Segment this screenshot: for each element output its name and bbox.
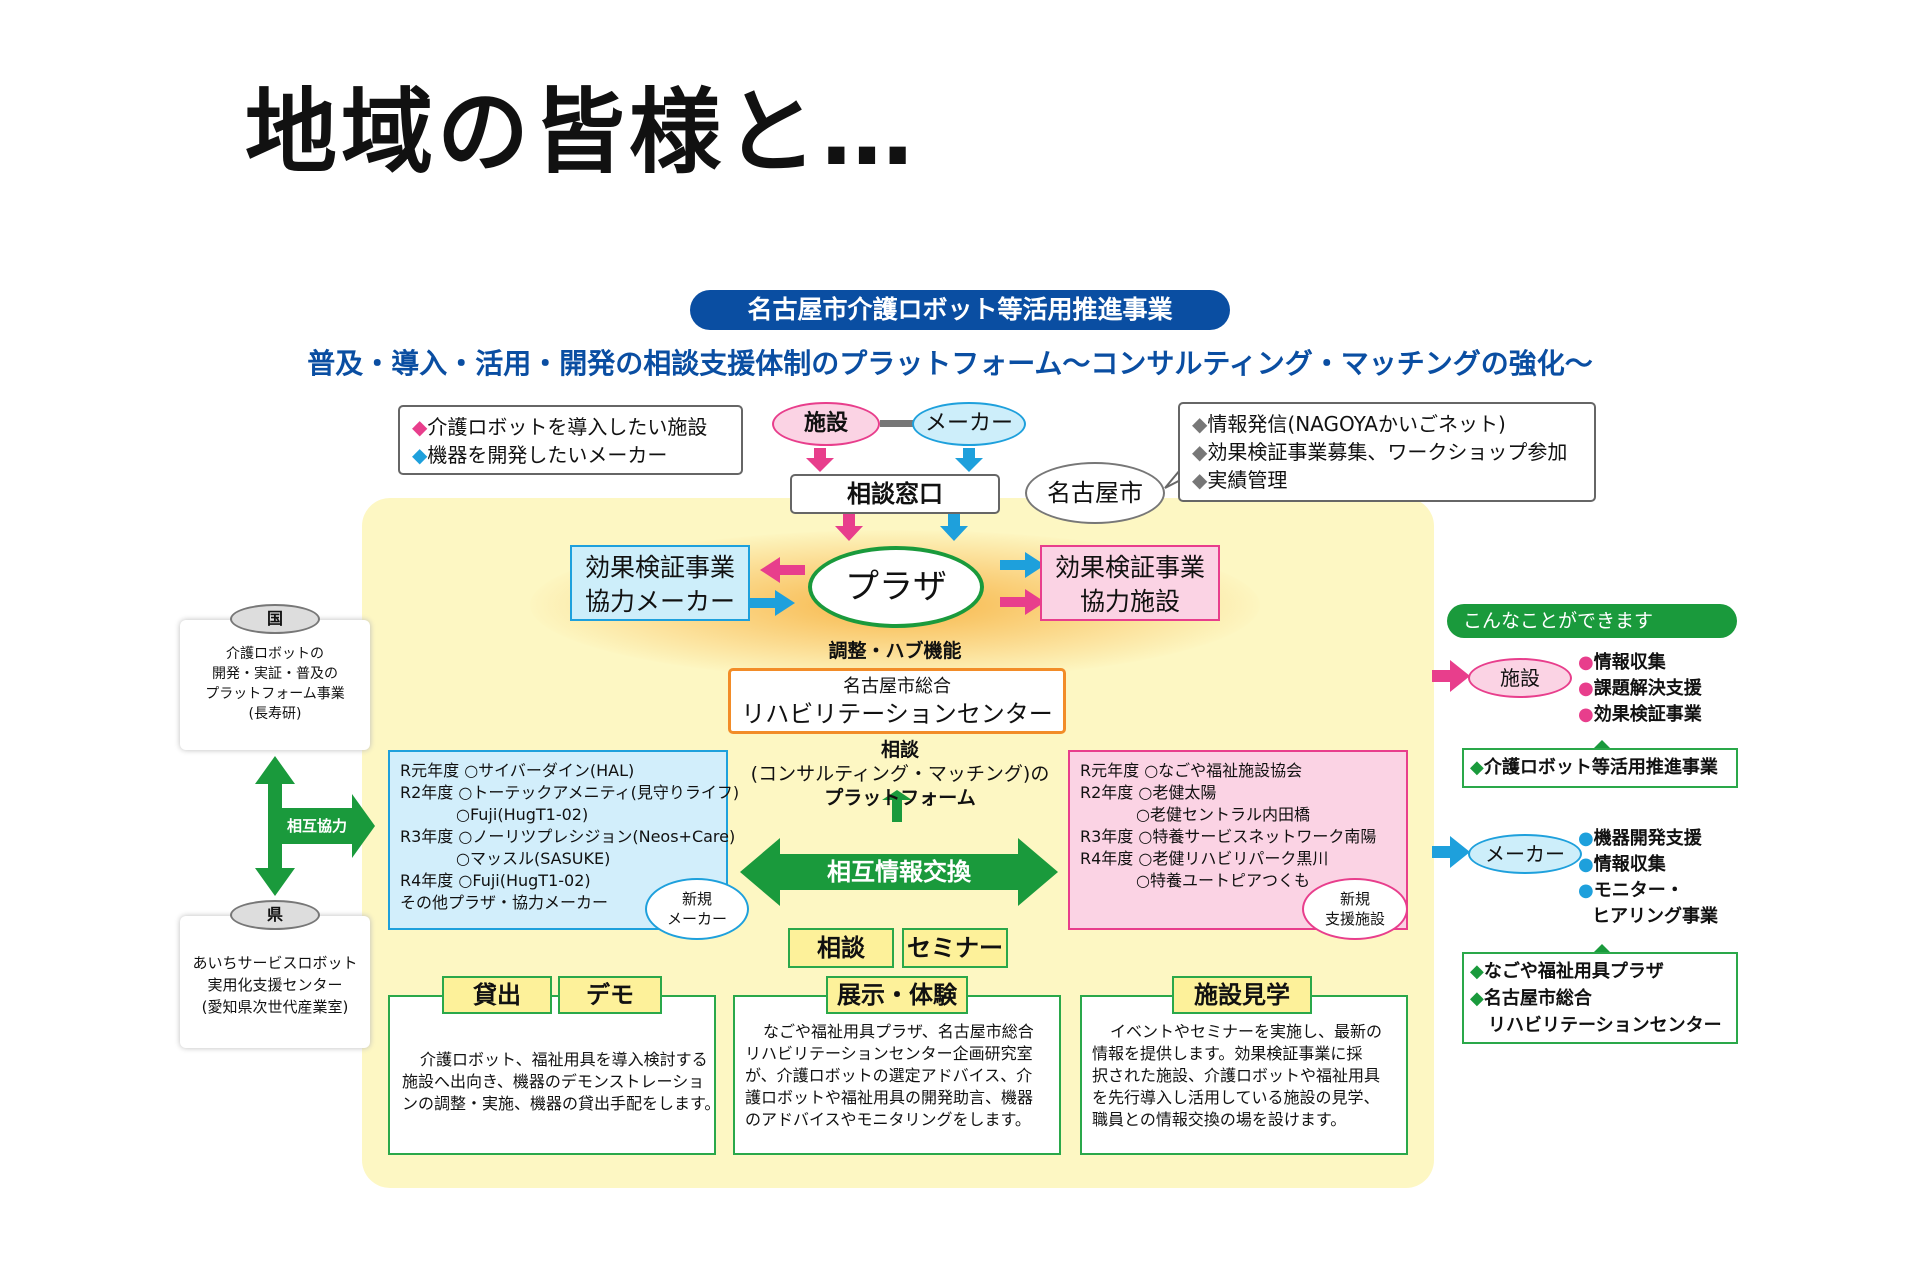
facilities-list-box: R元年度 ○なごや福祉施設協会 R2年度 ○老健太陽 ○老健セントラル内田橋 R… [1068, 750, 1408, 930]
cando-header: こんなことができます [1447, 604, 1737, 638]
coop-maker-box: 効果検証事業 協力メーカー [570, 545, 750, 621]
facilities-row: R2年度 ○老健太陽 [1080, 783, 1217, 802]
tag-exhibit: 展示・体験 [826, 976, 968, 1014]
tag-visit: 施設見学 [1172, 976, 1312, 1014]
makers-row: R2年度 ○トーテックアメニティ(見守りライフ) [400, 783, 740, 802]
cando-maker-oval: メーカー [1468, 834, 1582, 874]
tag-consult: 相談 [788, 928, 894, 968]
target-maker: ◆機器を開発したいメーカー [412, 443, 668, 467]
national-box: 介護ロボットの 開発・実証・普及の プラットフォーム事業 (長寿研) [180, 620, 370, 750]
tag-seminar: セミナー [902, 928, 1008, 968]
diagram-banner: 名古屋市介護ロボット等活用推進事業 [690, 290, 1230, 330]
coop-facility-box: 効果検証事業 協力施設 [1040, 545, 1220, 621]
facilities-row: R3年度 ○特養サービスネットワーク南陽 [1080, 827, 1377, 846]
new-facilities-badge: 新規 支援施設 [1302, 878, 1408, 940]
makers-row: その他プラザ・協力メーカー [400, 893, 609, 912]
makers-list-box: R元年度 ○サイバーダイン(HAL) R2年度 ○トーテックアメニティ(見守りラ… [388, 750, 740, 930]
mutual-label: 相互協力 [286, 817, 347, 835]
plaza-oval: プラザ [808, 546, 984, 628]
prefecture-box: あいちサービスロボット 実用化支援センター (愛知県次世代産業室) [180, 916, 370, 1048]
hub-label: 調整・ハブ機能 [828, 640, 962, 662]
rehab-center-box: 名古屋市総合 リハビリテーションセンター [728, 668, 1066, 734]
target-facility: ◆介護ロボットを導入したい施設 [412, 415, 708, 439]
makers-row: R4年度 ○Fuji(HugT1-02) [400, 871, 591, 890]
targets-box: ◆介護ロボットを導入したい施設 ◆機器を開発したいメーカー [398, 405, 743, 475]
nagoya-city-oval: 名古屋市 [1025, 462, 1165, 524]
facilities-row: ○特養ユートピアつくも [1136, 871, 1310, 890]
facilities-row: R元年度 ○なごや福祉施設協会 [1080, 761, 1303, 780]
diagram-subtitle: 普及・導入・活用・開発の相談支援体制のプラットフォーム〜コンサルティング・マッチ… [307, 347, 1593, 380]
makers-row: ○Fuji(HugT1-02) [456, 805, 589, 824]
tag-demo: デモ [558, 976, 662, 1014]
city-info-box: ◆情報発信(NAGOYAかいごネット) ◆効果検証事業募集、ワークショップ参加 … [1178, 402, 1596, 502]
exhibit-box: なごや福祉用具プラザ、名古屋市総合 リハビリテーションセンター企画研究室 が、介… [733, 995, 1061, 1155]
exchange-label: 相互情報交換 [827, 858, 971, 886]
cando-maker-list: ●機器開発支援 ●情報収集 ●モニター・ ヒアリング事業 [1578, 828, 1718, 927]
consult-window: 相談窓口 [790, 474, 1000, 514]
national-badge: 国 [230, 604, 320, 634]
facilities-row: ○老健セントラル内田橋 [1136, 805, 1310, 824]
oval-facility: 施設 [772, 402, 880, 446]
platform-label: 相談 (コンサルティング・マッチング)の プラットフォーム [750, 739, 1050, 809]
makers-row: R元年度 ○サイバーダイン(HAL) [400, 761, 635, 780]
cando-facility-oval: 施設 [1468, 658, 1572, 698]
prefecture-badge: 県 [230, 900, 320, 930]
cando-facility-source: ◆介護ロボット等活用推進事業 [1462, 748, 1738, 788]
lend-demo-box: 介護ロボット、福祉用具を導入検討する 施設へ出向き、機器のデモンストレーショ ン… [388, 995, 720, 1155]
slide-title: 地域の皆様と… [245, 79, 918, 186]
new-makers-badge: 新規 メーカー [645, 878, 749, 940]
oval-maker: メーカー [912, 402, 1026, 446]
facilities-row: R4年度 ○老健リハビリパーク黒川 [1080, 849, 1329, 868]
makers-row: ○マッスル(SASUKE) [456, 849, 611, 868]
cando-facility-list: ●情報収集 ●課題解決支援 ●効果検証事業 [1578, 652, 1702, 725]
cando-maker-source: ◆なごや福祉用具プラザ ◆名古屋市総合 リハビリテーションセンター [1462, 952, 1738, 1044]
makers-row: R3年度 ○ノーリツプレシジョン(Neos+Care) [400, 827, 736, 846]
tag-lend: 貸出 [442, 976, 552, 1014]
visit-box: イベントやセミナーを実施し、最新の 情報を提供します。効果検証事業に採 択された… [1080, 995, 1408, 1155]
